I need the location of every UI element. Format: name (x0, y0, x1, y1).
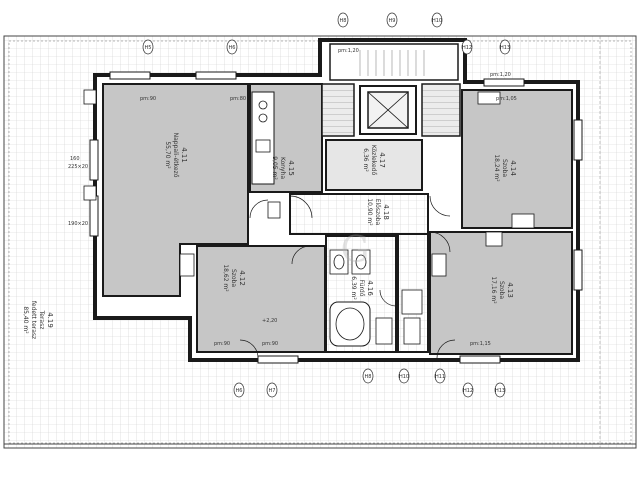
room-number: 4.17 (378, 152, 386, 168)
svg-text:H13: H13 (495, 388, 505, 394)
room-area: 6,39 m² (350, 276, 357, 300)
room-label-4-19: 4.19 Terasz fedett terasz 85,40 m² (22, 301, 54, 339)
room-name: Közlekedő (370, 145, 377, 176)
axis-marker: H13 (494, 382, 506, 398)
axis-marker: H6 (233, 382, 245, 398)
room-number: 4.16 (366, 280, 374, 296)
room-name: Előszoba (374, 199, 381, 226)
room-area: 9,05 m² (271, 156, 278, 180)
terrace-type: fedett terasz (30, 301, 37, 339)
annotation-dim-4: +2,20 (262, 318, 277, 324)
watermark-logo: G (341, 230, 370, 271)
annotations: pm:90 pm:80 pm:1,20 pm:90 pm:1,05 160 22… (68, 48, 517, 347)
svg-text:H11: H11 (435, 374, 445, 380)
terrace-name: Terasz (38, 310, 45, 330)
room-label-4-15: 4.15 Konyha 9,05 m² (271, 156, 295, 180)
room-area: 55,70 m² (164, 141, 171, 169)
annotation-pm-2: pm:80 (230, 96, 246, 102)
axis-marker: H13 (499, 39, 511, 55)
room-labels: 4.11 Nappali-étkező 55,70 m² 4.15 Konyha… (22, 133, 517, 340)
axis-markers-top: H5 H6 H8 H9 H10 H12 H13 (142, 12, 511, 55)
room-label-4-12: 4.12 Szoba 18,62 m² (222, 264, 246, 292)
svg-text:H12: H12 (463, 388, 473, 394)
annotation-pm-1: pm:90 (140, 96, 156, 102)
terrace-number: 4.19 (46, 312, 54, 328)
terrace-size: 85,40 m² (22, 306, 29, 334)
annotation-pm-3: pm:1,20 (338, 48, 359, 54)
room-name: Szoba (230, 269, 237, 287)
room-label-4-13: 4.13 Szoba 17,16 m² (490, 276, 514, 304)
room-name: Szoba (498, 281, 505, 299)
axis-marker: H12 (462, 382, 474, 398)
room-name: Konyha (279, 157, 286, 179)
annotation-dim-6: pm:90 (262, 341, 278, 347)
svg-text:H8: H8 (340, 18, 347, 24)
room-number: 4.11 (180, 147, 188, 163)
svg-text:H12: H12 (462, 45, 472, 51)
room-number: 4.15 (287, 160, 295, 176)
room-number: 4.18 (382, 204, 390, 220)
svg-text:H5: H5 (145, 45, 152, 51)
axis-marker: H7 (266, 382, 278, 398)
axis-marker: H10 (398, 368, 410, 384)
room-name: Nappali-étkező (172, 133, 179, 178)
annotation-pm-5: pm:1,05 (496, 96, 517, 102)
room-label-4-11: 4.11 Nappali-étkező 55,70 m² (164, 133, 188, 178)
axis-marker: H10 (431, 12, 443, 28)
radiators (83, 89, 535, 277)
svg-text:H10: H10 (432, 18, 442, 24)
bathroom-fixtures (329, 249, 423, 347)
annotation-dim-1: 160 (70, 156, 80, 162)
svg-text:H6: H6 (236, 388, 243, 394)
axis-marker: H5 (142, 39, 154, 55)
room-area: 6,36 m² (362, 148, 369, 172)
room-name: Szoba (501, 159, 508, 177)
room-number: 4.14 (509, 160, 517, 176)
room-label-4-18: 4.18 Előszoba 10,90 m² (366, 198, 390, 226)
room-area: 18,24 m² (493, 154, 500, 182)
room-label-4-14: 4.14 Szoba 18,24 m² (493, 154, 517, 182)
svg-text:H13: H13 (500, 45, 510, 51)
annotation-dim-5: pm:1,15 (470, 341, 491, 347)
axis-markers-bottom: H6 H7 H8 H10 H11 H12 H13 (233, 368, 506, 398)
windows (89, 71, 583, 364)
room-area: 10,90 m² (366, 198, 373, 226)
room-label-4-17: 4.17 Közlekedő 6,36 m² (362, 145, 386, 176)
svg-text:H7: H7 (269, 388, 276, 394)
kitchen-counter (251, 91, 275, 185)
stair-core (321, 43, 461, 137)
svg-text:H9: H9 (389, 18, 396, 24)
axis-marker: H9 (386, 12, 398, 28)
axis-marker: H6 (226, 39, 238, 55)
axis-marker: H8 (362, 368, 374, 384)
svg-text:H8: H8 (365, 374, 372, 380)
room-name: Fürdő (358, 280, 365, 297)
svg-text:H10: H10 (399, 374, 409, 380)
axis-marker: H11 (434, 368, 446, 384)
axis-marker: H12 (461, 39, 473, 55)
room-area: 18,62 m² (222, 264, 229, 292)
annotation-dim-7: pm:1,20 (490, 72, 511, 78)
axis-marker: H8 (337, 12, 349, 28)
doors (239, 195, 456, 359)
room-label-4-16: 4.16 Fürdő 6,39 m² (350, 276, 374, 300)
annotation-dim-3: 190×20 (68, 221, 88, 227)
annotation-pm-4: pm:90 (214, 341, 230, 347)
room-number: 4.13 (506, 282, 514, 298)
svg-text:H6: H6 (229, 45, 236, 51)
room-number: 4.12 (238, 270, 246, 286)
annotation-dim-2: 225×20 (68, 164, 88, 170)
room-area: 17,16 m² (490, 276, 497, 304)
